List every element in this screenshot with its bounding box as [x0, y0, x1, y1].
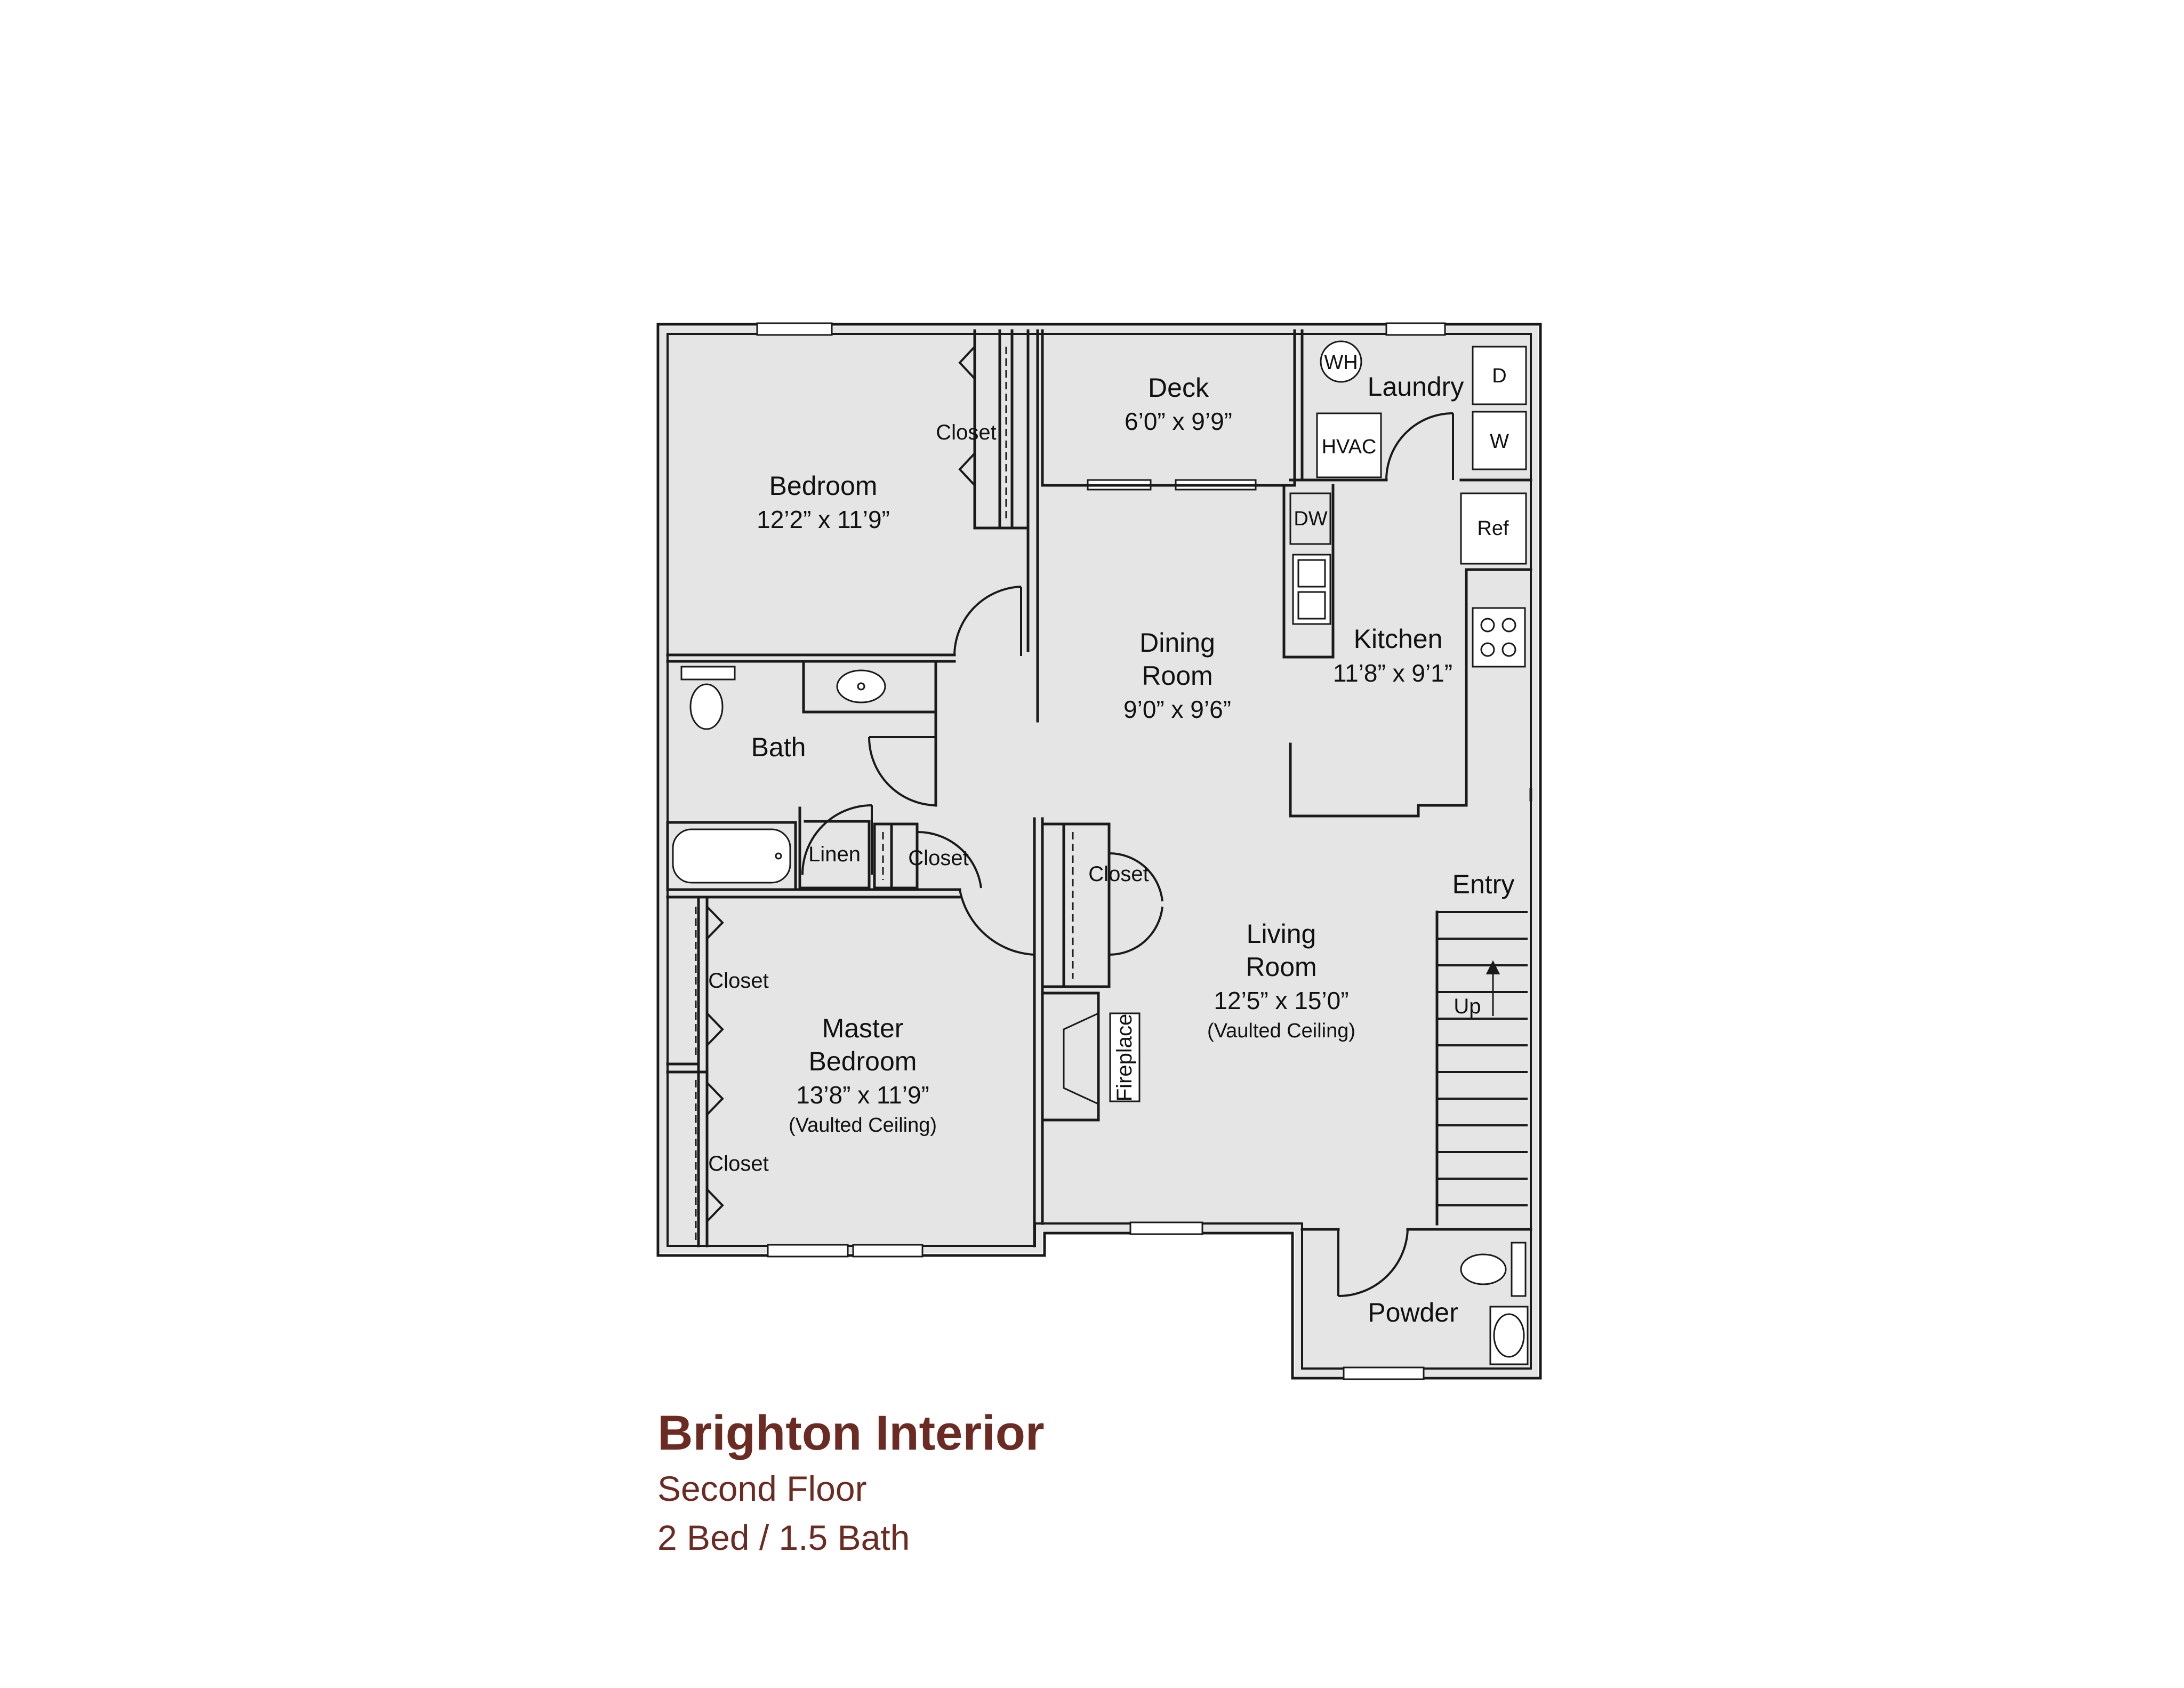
dining-name-line1: Dining — [1139, 628, 1215, 658]
bedroom-dims: 12’2” x 11’9” — [757, 506, 890, 533]
hall-closet-label: Closet — [908, 846, 968, 870]
dining-name-line2: Room — [1142, 661, 1213, 691]
master-closet-label-lower: Closet — [708, 1152, 768, 1175]
living-name-line2: Room — [1246, 952, 1316, 982]
bath-toilet-tank — [680, 666, 736, 681]
living-note: (Vaulted Ceiling) — [1207, 1020, 1355, 1042]
washer-label: W — [1490, 430, 1509, 453]
living-name-line1: Living — [1247, 919, 1316, 949]
stairs-label: Up — [1454, 995, 1481, 1018]
linen-label: Linen — [808, 843, 861, 866]
closet-rods — [695, 347, 1074, 1240]
stairs — [1437, 911, 1528, 1206]
bath-toilet-bowl — [689, 683, 724, 730]
master-name-line1: Master — [822, 1013, 904, 1043]
fireplace-label: Fireplace — [1113, 1014, 1136, 1102]
kitchen-name: Kitchen — [1354, 624, 1443, 654]
bedroom-name: Bedroom — [769, 471, 878, 501]
living-dims: 12’5” x 15’0” — [1214, 987, 1348, 1014]
fixtures — [672, 340, 1529, 1365]
bath-name: Bath — [751, 732, 806, 762]
powder-name: Powder — [1368, 1298, 1458, 1327]
water-heater — [1320, 340, 1362, 383]
doors — [706, 346, 1454, 1297]
bedroom-closet-label: Closet — [936, 421, 996, 444]
powder-toilet-tank — [1511, 1242, 1527, 1297]
refrigerator-label: Ref — [1477, 517, 1509, 540]
plan-title: Brighton Interior — [657, 1406, 1045, 1460]
master-name-line2: Bedroom — [809, 1046, 917, 1076]
deck-dims: 6’0” x 9’9” — [1125, 407, 1232, 435]
living-closet-label: Closet — [1088, 862, 1149, 886]
entry-name: Entry — [1452, 869, 1515, 899]
range — [1472, 607, 1526, 668]
bathtub — [672, 828, 791, 884]
hvac-label: HVAC — [1322, 436, 1377, 458]
dryer-label: D — [1492, 365, 1506, 387]
powder-sink — [1493, 1313, 1525, 1358]
washer — [1472, 411, 1527, 470]
interior-walls — [666, 329, 1532, 1247]
bed-bath-count: 2 Bed / 1.5 Bath — [657, 1518, 910, 1557]
laundry-name: Laundry — [1368, 372, 1464, 402]
room-labels: Bedroom 12’2” x 11’9” Closet Deck 6’0” x… — [708, 351, 1514, 1327]
master-dims: 13’8” x 11’9” — [796, 1081, 929, 1109]
dishwasher-label: DW — [1294, 508, 1327, 530]
floor-level: Second Floor — [657, 1469, 867, 1508]
dryer — [1472, 346, 1527, 405]
kitchen-dims: 11’8” x 9’1” — [1333, 659, 1452, 687]
dishwasher — [1289, 492, 1331, 545]
dining-dims: 9’0” x 9’6” — [1123, 695, 1231, 723]
master-note: (Vaulted Ceiling) — [789, 1114, 937, 1137]
windows — [756, 322, 1446, 1380]
refrigerator — [1460, 492, 1527, 565]
water-heater-label: WH — [1324, 351, 1358, 374]
deck-name: Deck — [1148, 373, 1209, 403]
master-closet-label-upper: Closet — [708, 969, 768, 993]
hvac-unit — [1316, 412, 1382, 478]
powder-toilet-bowl — [1460, 1253, 1507, 1285]
